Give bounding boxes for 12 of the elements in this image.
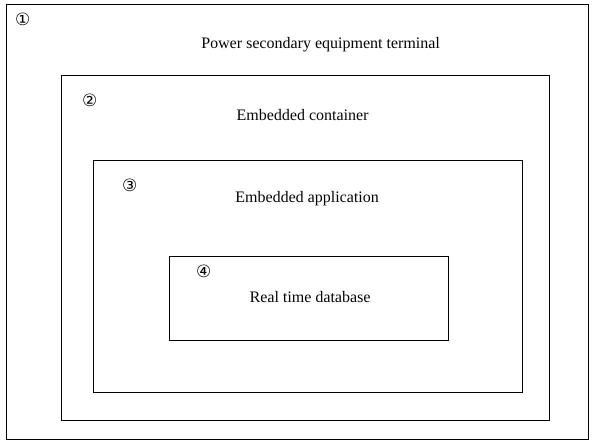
container-box [169,256,449,341]
box-heading: Embedded application [235,190,379,206]
box-heading: Embedded container [236,108,368,124]
box-heading: Power secondary equipment terminal [201,36,440,52]
callout-number: ② [82,92,97,109]
callout-number: ③ [122,177,137,194]
container-box [6,4,589,440]
container-box [93,160,523,393]
callout-number: ① [15,11,30,28]
box-heading: Real time database [250,290,370,306]
container-box [61,75,550,421]
callout-number: ④ [196,263,211,280]
